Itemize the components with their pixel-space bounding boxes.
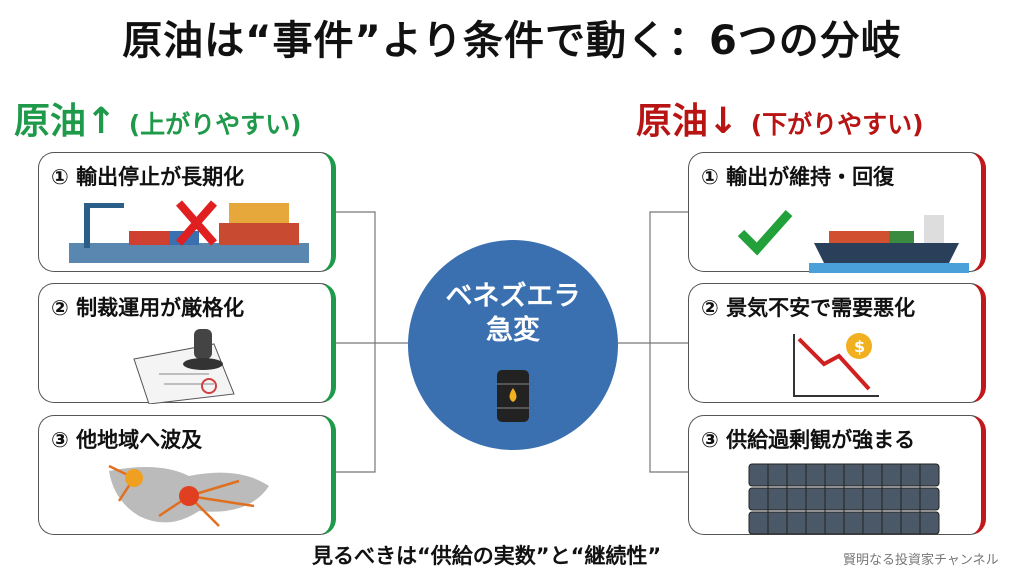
oil-down-sub: (下がりやすい) <box>750 110 924 139</box>
down-chart-dollar-icon: $ <box>793 333 879 397</box>
card-export-halt: ① 輸出停止が長期化 <box>38 152 336 272</box>
channel-credit: 賢明なる投資家チャンネル <box>843 553 999 568</box>
oil-barrel-icon <box>497 370 529 422</box>
stamp-document-icon <box>133 329 235 404</box>
card-label: ③ 他地域へ波及 <box>51 428 203 452</box>
card-oversupply: ③ 供給過剰観が強まる <box>688 415 986 535</box>
center-venezuela-circle: ベネズエラ急変 <box>408 240 618 450</box>
footer-message: 見るべきは“供給の実数”と“継続性” <box>312 544 662 568</box>
card-spillover: ③ 他地域へ波及 <box>38 415 336 535</box>
card-demand-weak: ② 景気不安で需要悪化 $ <box>688 283 986 403</box>
card-label: ③ 供給過剰観が強まる <box>701 428 916 452</box>
card-export-recovery: ① 輸出が維持・回復 <box>688 152 986 273</box>
barrels-stack-icon <box>748 463 940 535</box>
page-title: 原油は“事件”より条件で動く：6つの分岐 <box>122 18 902 64</box>
check-tanker-icon <box>737 210 969 273</box>
port-blocked-icon <box>69 200 309 263</box>
oil-down-label: 原油↓ <box>636 101 739 142</box>
card-label: ② 制裁運用が厳格化 <box>51 296 245 320</box>
oil-up-label: 原油↑ <box>14 101 117 142</box>
oil-down-header: 原油↓ (下がりやすい) <box>636 92 924 144</box>
world-spread-icon <box>108 464 269 527</box>
oil-up-sub: (上がりやすい) <box>128 110 302 139</box>
card-label: ① 輸出停止が長期化 <box>51 165 245 189</box>
card-label: ② 景気不安で需要悪化 <box>701 296 916 320</box>
card-sanctions-strict: ② 制裁運用が厳格化 <box>38 283 336 404</box>
oil-up-header: 原油↑ (上がりやすい) <box>14 92 302 144</box>
svg-text:$: $ <box>854 337 865 356</box>
card-label: ① 輸出が維持・回復 <box>701 165 895 189</box>
center-line1: ベネズエラ <box>445 281 581 312</box>
center-line2: 急変 <box>486 315 540 346</box>
